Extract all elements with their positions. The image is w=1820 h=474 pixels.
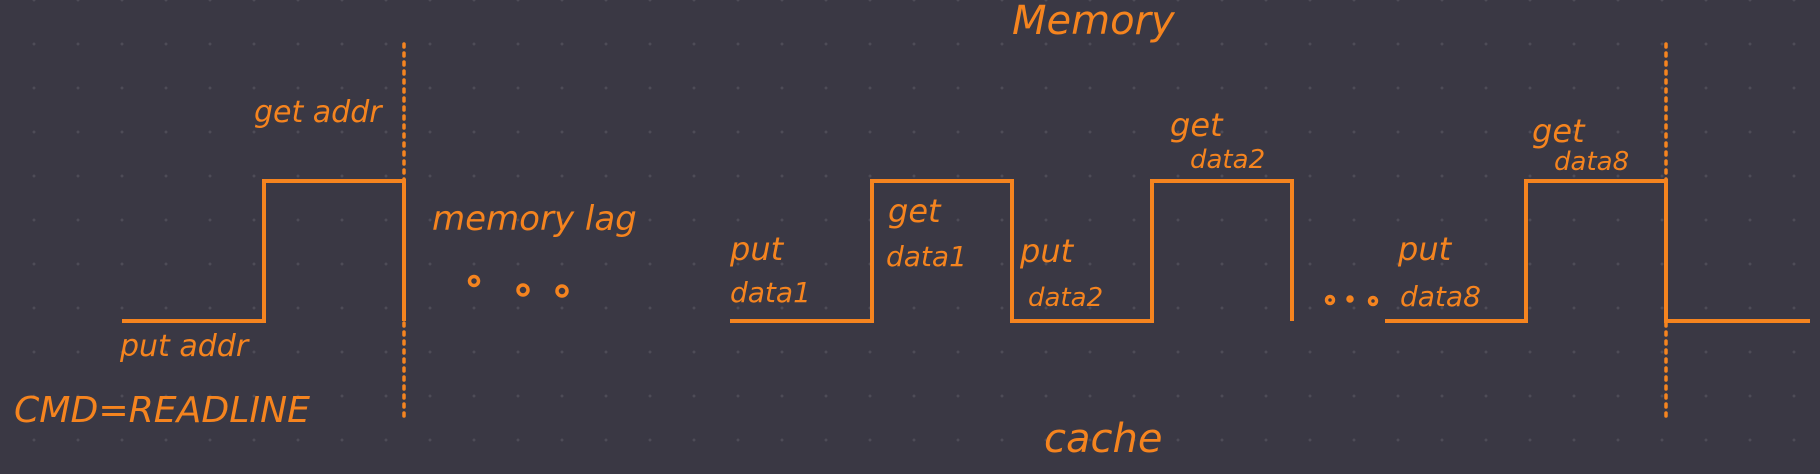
get-data2-label-bottom: data2 xyxy=(1190,145,1265,175)
get-data1-label-top: get xyxy=(888,192,942,230)
get-addr-label: get addr xyxy=(254,95,383,130)
put-data8-label-bottom: data8 xyxy=(1400,280,1481,313)
cache-side-label: cache xyxy=(1044,416,1162,462)
get-data8-label-bottom: data8 xyxy=(1554,147,1629,177)
get-data8-label-top: get xyxy=(1532,112,1586,150)
ellipsis-data xyxy=(1324,294,1379,307)
put-data1-label-top: put xyxy=(729,230,785,268)
put-data2-label-top: put xyxy=(1019,232,1075,270)
put-data1-label-bottom: data1 xyxy=(730,276,811,309)
put-data8-label-top: put xyxy=(1397,230,1453,268)
command-label: CMD=READLINE xyxy=(14,390,310,431)
waveform-address-phase xyxy=(122,179,406,323)
waveform-data-phase xyxy=(730,179,1294,323)
waveform-final-phase xyxy=(1385,179,1810,323)
put-data2-label-bottom: data2 xyxy=(1028,283,1103,313)
ellipsis-lag xyxy=(467,274,569,298)
put-addr-label: put addr xyxy=(119,329,250,364)
memory-lag-label: memory lag xyxy=(432,199,637,239)
get-data1-label-bottom: data1 xyxy=(886,240,967,273)
memory-side-label: Memory xyxy=(1012,0,1176,44)
get-data2-label-top: get xyxy=(1170,106,1224,144)
